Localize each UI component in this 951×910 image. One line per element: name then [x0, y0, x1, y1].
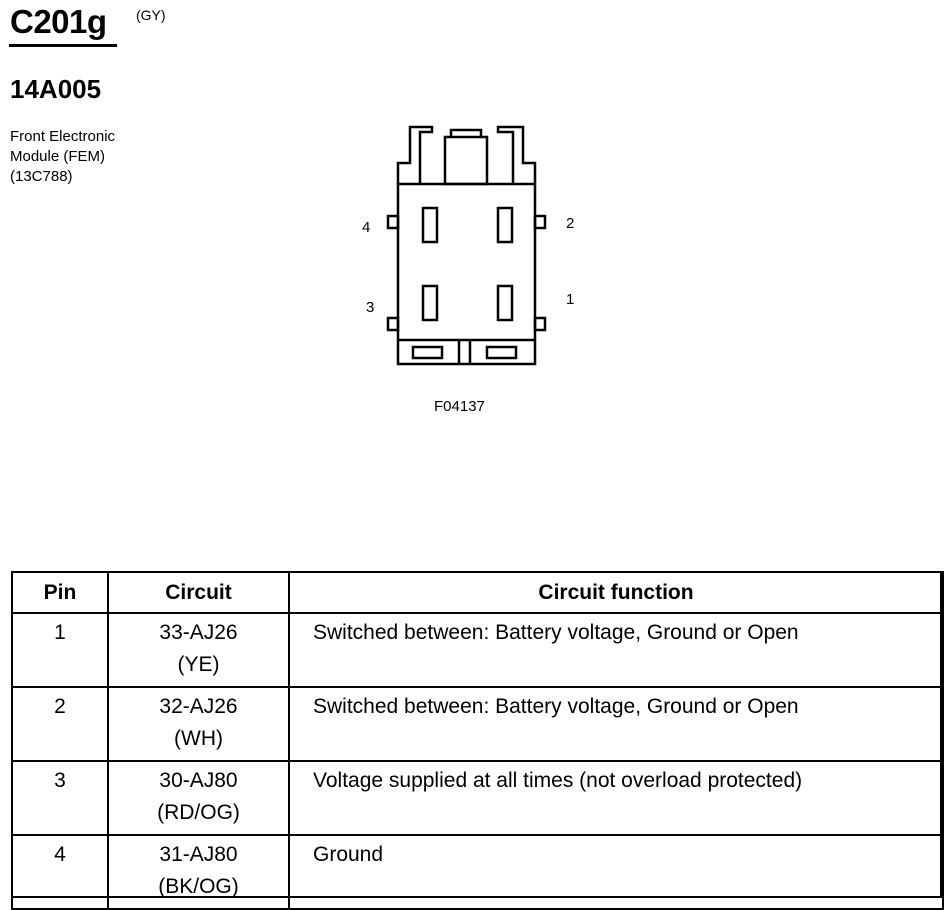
connector-latch-outline [396, 125, 434, 184]
circuit-function: Ground [288, 834, 944, 910]
header-pin: Pin [11, 571, 109, 614]
connector-body [396, 182, 537, 366]
connector-color: (GY) [136, 7, 166, 23]
header-circuit-function: Circuit function [288, 571, 944, 614]
component-description-line: (13C788) [10, 168, 73, 185]
connector-side-rib [533, 214, 547, 230]
circuit-cell: 30-AJ80 (RD/OG) [107, 760, 290, 836]
part-number: 14A005 [10, 74, 102, 104]
wire-color: (BK/OG) [158, 875, 239, 898]
terminal-cavity-pin2 [496, 206, 514, 244]
circuit-function: Switched between: Battery voltage, Groun… [288, 686, 944, 762]
wire-color: (WH) [174, 727, 223, 750]
circuit-number: 32-AJ26 [159, 695, 238, 718]
circuit-number: 30-AJ80 [159, 769, 238, 792]
circuit-number: 31-AJ80 [159, 843, 238, 866]
pin-label-2: 2 [566, 215, 574, 232]
connector-lock-slot [485, 345, 518, 360]
pin-number: 2 [11, 686, 109, 762]
table-row: 2 32-AJ26 (WH) Switched between: Battery… [11, 686, 944, 762]
component-description-line: Front Electronic [10, 128, 116, 145]
connector-face-diagram: 4 2 3 1 F04137 [362, 125, 574, 415]
connector-id-underline [9, 44, 117, 47]
terminal-cavity-pin1 [496, 284, 514, 322]
table-header-row: Pin Circuit Circuit function [11, 571, 944, 614]
terminal-cavity-pin3 [421, 284, 439, 322]
pin-label-1: 1 [566, 291, 574, 308]
header-circuit: Circuit [107, 571, 290, 614]
circuit-cell: 32-AJ26 (WH) [107, 686, 290, 762]
pin-number: 1 [11, 612, 109, 688]
connector-center-latch [443, 135, 489, 186]
figure-id: F04137 [434, 398, 485, 415]
pin-table: Pin Circuit Circuit function 1 33-AJ26 (… [11, 571, 944, 910]
wire-color: (YE) [177, 653, 220, 676]
component-description: Front Electronic Module (FEM) (13C788) [10, 127, 160, 187]
wire-color: (RD/OG) [157, 801, 240, 824]
connector-latch-outline [496, 125, 537, 184]
table-row: 4 31-AJ80 (BK/OG) Ground [11, 834, 944, 910]
terminal-cavity-pin4 [421, 206, 439, 244]
circuit-cell: 31-AJ80 (BK/OG) [107, 834, 290, 910]
circuit-number: 33-AJ26 [159, 621, 238, 644]
pin-number: 4 [11, 834, 109, 910]
pin-label-4: 4 [362, 219, 370, 236]
circuit-function: Switched between: Battery voltage, Groun… [288, 612, 944, 688]
circuit-function: Voltage supplied at all times (not overl… [288, 760, 944, 836]
connector-id: C201g [10, 3, 107, 40]
connector-side-rib [533, 316, 547, 332]
circuit-cell: 33-AJ26 (YE) [107, 612, 290, 688]
pin-label-3: 3 [366, 299, 374, 316]
connector-side-rib [386, 316, 400, 332]
connector-side-rib [386, 214, 400, 230]
connector-lock-slot [411, 345, 444, 360]
component-description-line: Module (FEM) [10, 148, 106, 165]
connector-center-latch-cap [449, 128, 483, 137]
pin-number: 3 [11, 760, 109, 836]
table-row: 1 33-AJ26 (YE) Switched between: Battery… [11, 612, 944, 688]
table-row: 3 30-AJ80 (RD/OG) Voltage supplied at al… [11, 760, 944, 836]
